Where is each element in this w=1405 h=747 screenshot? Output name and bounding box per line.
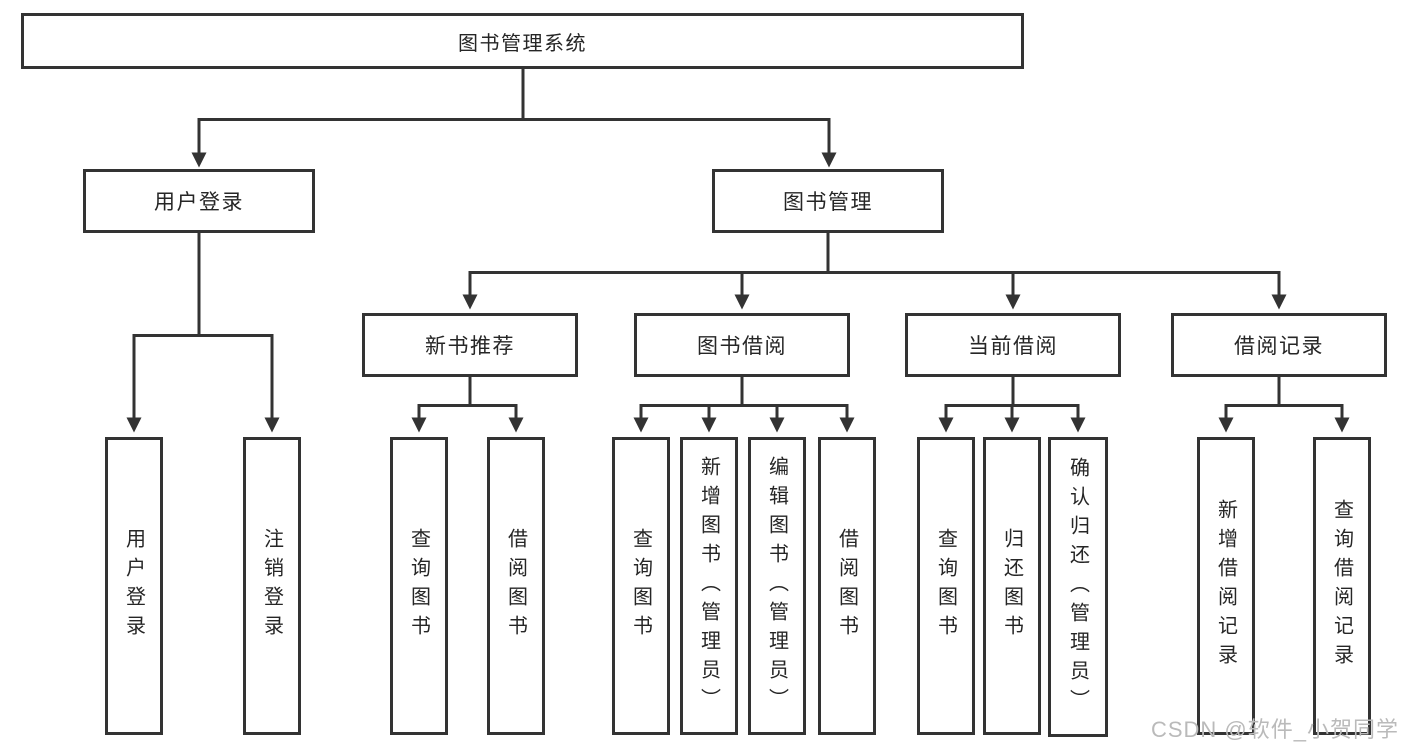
node-user-login: 用户登录 xyxy=(83,169,315,233)
leaf-label: 查询图书 xyxy=(934,528,957,644)
leaf-label: 编辑图书（管理员） xyxy=(765,455,788,717)
leaf-query-books-borrowing: 查询图书 xyxy=(612,437,670,735)
leaf-borrow-books-recommend: 借阅图书 xyxy=(487,437,545,735)
leaf-logout: 注销登录 xyxy=(243,437,301,735)
leaf-label: 查询图书 xyxy=(407,528,430,644)
leaf-borrow-books-borrowing: 借阅图书 xyxy=(818,437,876,735)
leaf-label: 查询图书 xyxy=(629,528,652,644)
leaf-label: 归还图书 xyxy=(1000,528,1023,644)
leaf-add-book-admin: 新增图书（管理员） xyxy=(680,437,738,735)
leaf-edit-book-admin: 编辑图书（管理员） xyxy=(748,437,806,735)
node-label: 图书管理系统 xyxy=(458,32,587,55)
node-label: 图书借阅 xyxy=(697,335,787,358)
node-library-management-system: 图书管理系统 xyxy=(21,13,1024,69)
leaf-return-book: 归还图书 xyxy=(983,437,1041,735)
node-borrowing-records: 借阅记录 xyxy=(1171,313,1387,377)
leaf-label: 注销登录 xyxy=(260,528,283,644)
leaf-confirm-return-admin: 确认归还（管理员） xyxy=(1048,437,1108,737)
leaf-label: 借阅图书 xyxy=(504,528,527,644)
leaf-label: 新增图书（管理员） xyxy=(697,455,720,717)
node-book-borrowing: 图书借阅 xyxy=(634,313,850,377)
node-label: 当前借阅 xyxy=(968,335,1058,358)
node-book-management: 图书管理 xyxy=(712,169,944,233)
node-label: 用户登录 xyxy=(154,191,244,214)
leaf-add-borrow-record: 新增借阅记录 xyxy=(1197,437,1255,735)
node-label: 图书管理 xyxy=(783,191,873,214)
leaf-label: 新增借阅记录 xyxy=(1214,499,1237,673)
leaf-query-books-current: 查询图书 xyxy=(917,437,975,735)
node-label: 借阅记录 xyxy=(1234,335,1324,358)
leaf-query-books-recommend: 查询图书 xyxy=(390,437,448,735)
leaf-label: 确认归还（管理员） xyxy=(1066,456,1089,718)
node-current-borrowing: 当前借阅 xyxy=(905,313,1121,377)
leaf-query-borrow-record: 查询借阅记录 xyxy=(1313,437,1371,735)
leaf-label: 借阅图书 xyxy=(835,528,858,644)
leaf-label: 用户登录 xyxy=(122,528,145,644)
node-label: 新书推荐 xyxy=(425,335,515,358)
node-new-book-recommendation: 新书推荐 xyxy=(362,313,578,377)
csdn-watermark: CSDN @软件_小贺同学 xyxy=(1150,717,1399,742)
leaf-user-login: 用户登录 xyxy=(105,437,163,735)
leaf-label: 查询借阅记录 xyxy=(1330,499,1353,673)
